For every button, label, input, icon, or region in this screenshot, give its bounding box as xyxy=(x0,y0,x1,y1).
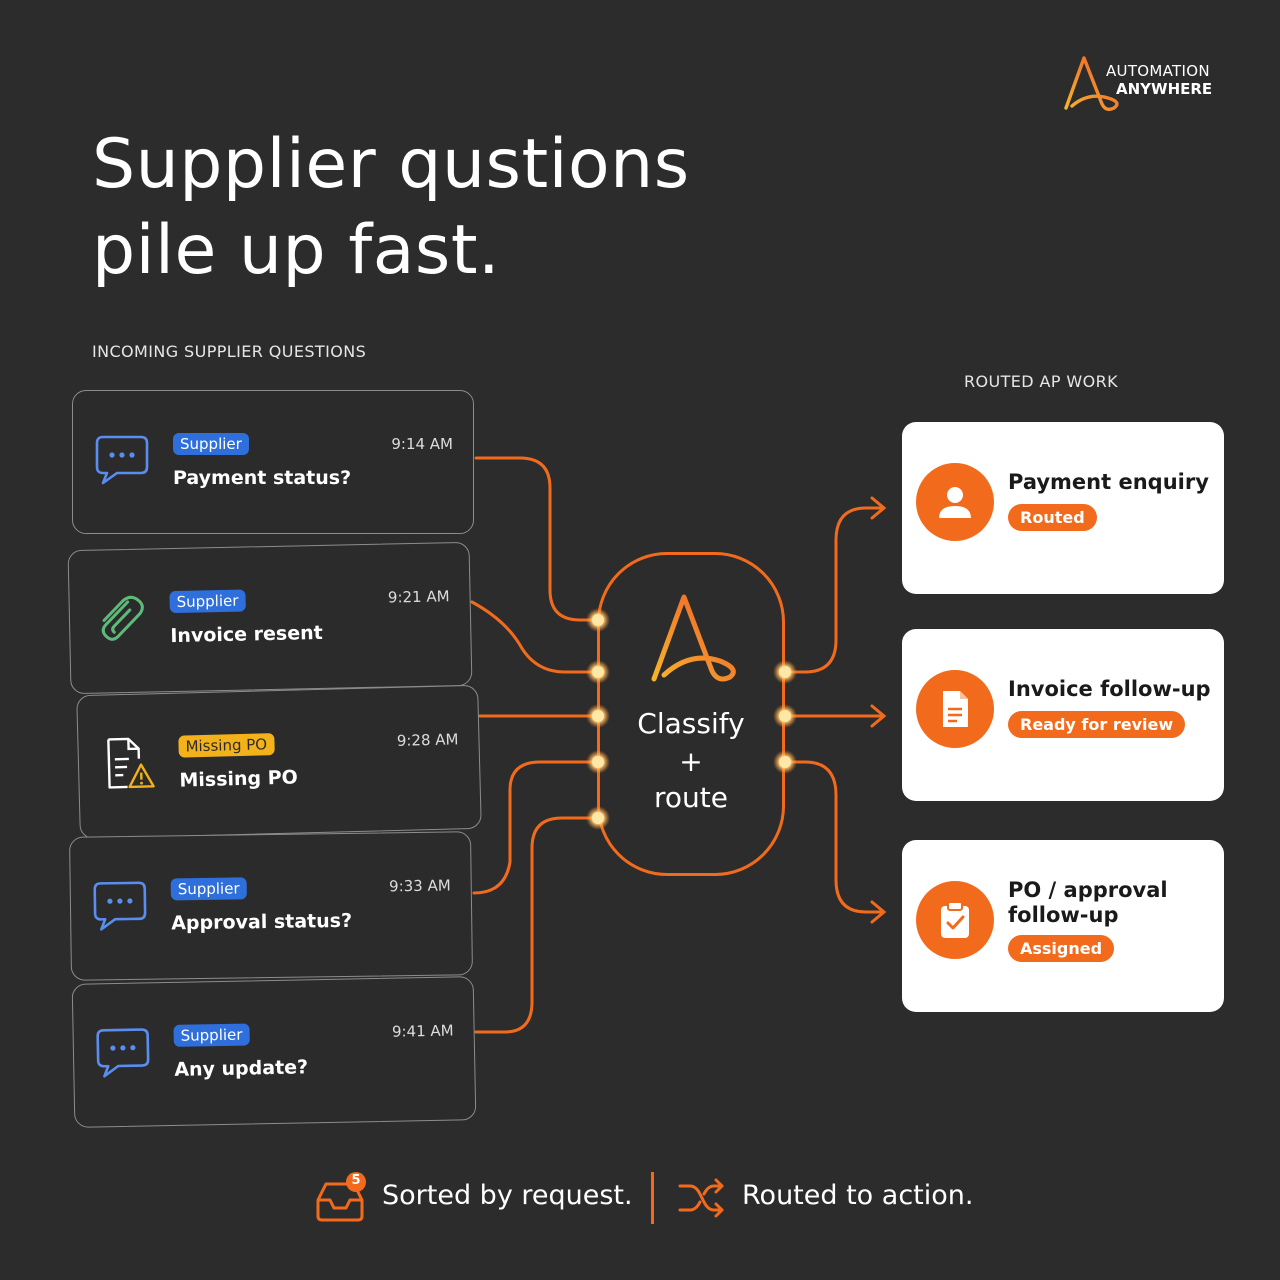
page-title-line-2: pile up fast. xyxy=(92,211,501,290)
paperclip-icon xyxy=(101,595,144,641)
footer-sorted-text: Sorted by request. xyxy=(382,1180,633,1211)
document-warning-icon xyxy=(107,737,155,789)
shuffle-icon xyxy=(678,1178,724,1218)
incoming-card-2[interactable]: Supplier Invoice resent 9:21 AM xyxy=(67,541,473,695)
inbox-icon: 5 xyxy=(314,1170,368,1224)
routed-title: Payment enquiry xyxy=(1008,470,1209,494)
status-badge: Ready for review xyxy=(1008,711,1186,738)
routed-icon-circle xyxy=(916,881,994,959)
automation-a-icon xyxy=(651,594,736,682)
connector-out-1 xyxy=(783,506,884,674)
routed-title-line-1: PO / approval xyxy=(1008,878,1168,902)
brand-a-icon xyxy=(1064,56,1119,112)
chat-bubble-icon xyxy=(96,1028,150,1078)
incoming-card-4[interactable]: Supplier Approval status? 9:33 AM xyxy=(69,831,473,981)
hub-text-classify: Classify xyxy=(637,707,745,740)
footer-divider xyxy=(651,1172,654,1224)
document-icon xyxy=(943,691,968,727)
arrowhead-1 xyxy=(870,496,887,520)
connector-4 xyxy=(472,760,600,895)
page-title-line-1: Supplier qustions xyxy=(92,125,690,204)
status-badge: Routed xyxy=(1008,504,1097,531)
person-icon xyxy=(939,487,971,518)
supplier-tag: Supplier xyxy=(173,433,249,455)
footer-routed-text: Routed to action. xyxy=(742,1180,974,1211)
routed-title-line-2: follow-up xyxy=(1008,903,1119,927)
routed-card-invoice[interactable]: Invoice follow-up Ready for review xyxy=(902,629,1224,801)
question-time: 9:14 AM xyxy=(391,435,453,453)
chat-bubble-icon xyxy=(93,881,147,931)
classify-route-hub: Classify + route xyxy=(597,552,785,876)
inbox-count-badge: 5 xyxy=(351,1173,361,1188)
incoming-card-1[interactable]: Supplier Payment status? 9:14 AM xyxy=(72,390,474,534)
clipboard-check-icon xyxy=(941,901,969,938)
routed-icon-circle xyxy=(916,463,994,541)
arrowhead-3 xyxy=(870,900,887,924)
chat-bubble-icon xyxy=(95,435,149,485)
routed-title: Invoice follow-up xyxy=(1008,677,1211,701)
question-title: Payment status? xyxy=(173,467,352,489)
connector-5 xyxy=(474,816,600,1034)
brand-logo: AUTOMATION ANYWHERE xyxy=(1062,54,1232,114)
arrowhead-2 xyxy=(870,704,887,728)
incoming-card-5[interactable]: Supplier Any update? 9:41 AM xyxy=(71,976,477,1128)
routed-card-payment[interactable]: Payment enquiry Routed xyxy=(902,422,1224,594)
input-nodes xyxy=(586,608,610,830)
incoming-card-3[interactable]: Missing PO Missing PO 9:28 AM xyxy=(76,684,482,840)
brand-line-1: AUTOMATION xyxy=(1106,62,1210,80)
incoming-section-label: INCOMING SUPPLIER QUESTIONS xyxy=(92,342,367,361)
routed-section-label: ROUTED AP WORK xyxy=(964,372,1119,391)
hub-text-route: route xyxy=(654,781,728,814)
page-title: Supplier qustions pile up fast. xyxy=(92,122,812,294)
connector-out-3 xyxy=(783,760,884,914)
routed-icon-circle xyxy=(916,670,994,748)
hub-text-plus: + xyxy=(679,745,703,778)
status-badge: Assigned xyxy=(1008,935,1115,962)
routed-card-po-approval[interactable]: PO / approval follow-up Assigned xyxy=(902,840,1224,1012)
connector-1 xyxy=(474,456,600,622)
brand-line-2: ANYWHERE xyxy=(1116,80,1213,98)
output-nodes xyxy=(773,660,797,774)
connector-2 xyxy=(470,600,600,674)
